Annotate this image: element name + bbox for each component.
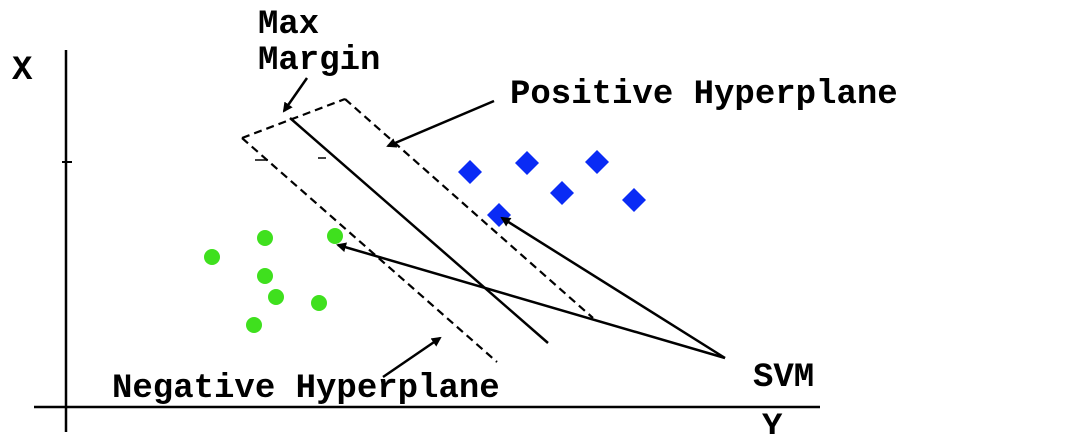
negative-point xyxy=(246,317,262,333)
positive-point xyxy=(585,150,609,174)
positive-hyperplane-arrow xyxy=(386,99,495,148)
positive-hyperplane-label: Positive Hyperplane xyxy=(510,76,898,114)
negative-point xyxy=(268,289,284,305)
x-axis-label: X xyxy=(12,52,33,90)
negative-hyperplane-arrow xyxy=(382,336,442,379)
max-margin-arrow xyxy=(282,77,309,113)
svm-arrow-to-negative xyxy=(336,242,726,360)
positive-hyperplane-line xyxy=(344,98,594,319)
positive-point xyxy=(515,151,539,175)
positive-point xyxy=(458,160,482,184)
positive-point xyxy=(487,203,511,227)
negative-class-points xyxy=(204,228,343,333)
negative-point xyxy=(257,268,273,284)
positive-point xyxy=(622,188,646,212)
negative-point xyxy=(327,228,343,244)
negative-hyperplane-label: Negative Hyperplane xyxy=(112,370,500,408)
negative-point xyxy=(311,295,327,311)
svm-decision-line xyxy=(289,117,549,344)
svm-arrow-to-positive xyxy=(500,216,726,360)
negative-hyperplane-line xyxy=(241,137,498,363)
negative-point xyxy=(257,230,273,246)
margin-top-edge xyxy=(241,97,346,140)
svm-label: SVM xyxy=(753,359,814,397)
y-axis-label: Y xyxy=(762,409,783,434)
positive-point xyxy=(550,181,574,205)
positive-class-points xyxy=(458,150,646,227)
negative-point xyxy=(204,249,220,265)
max-margin-label-line1: Max xyxy=(258,6,319,44)
max-margin-label-line2: Margin xyxy=(258,42,380,80)
